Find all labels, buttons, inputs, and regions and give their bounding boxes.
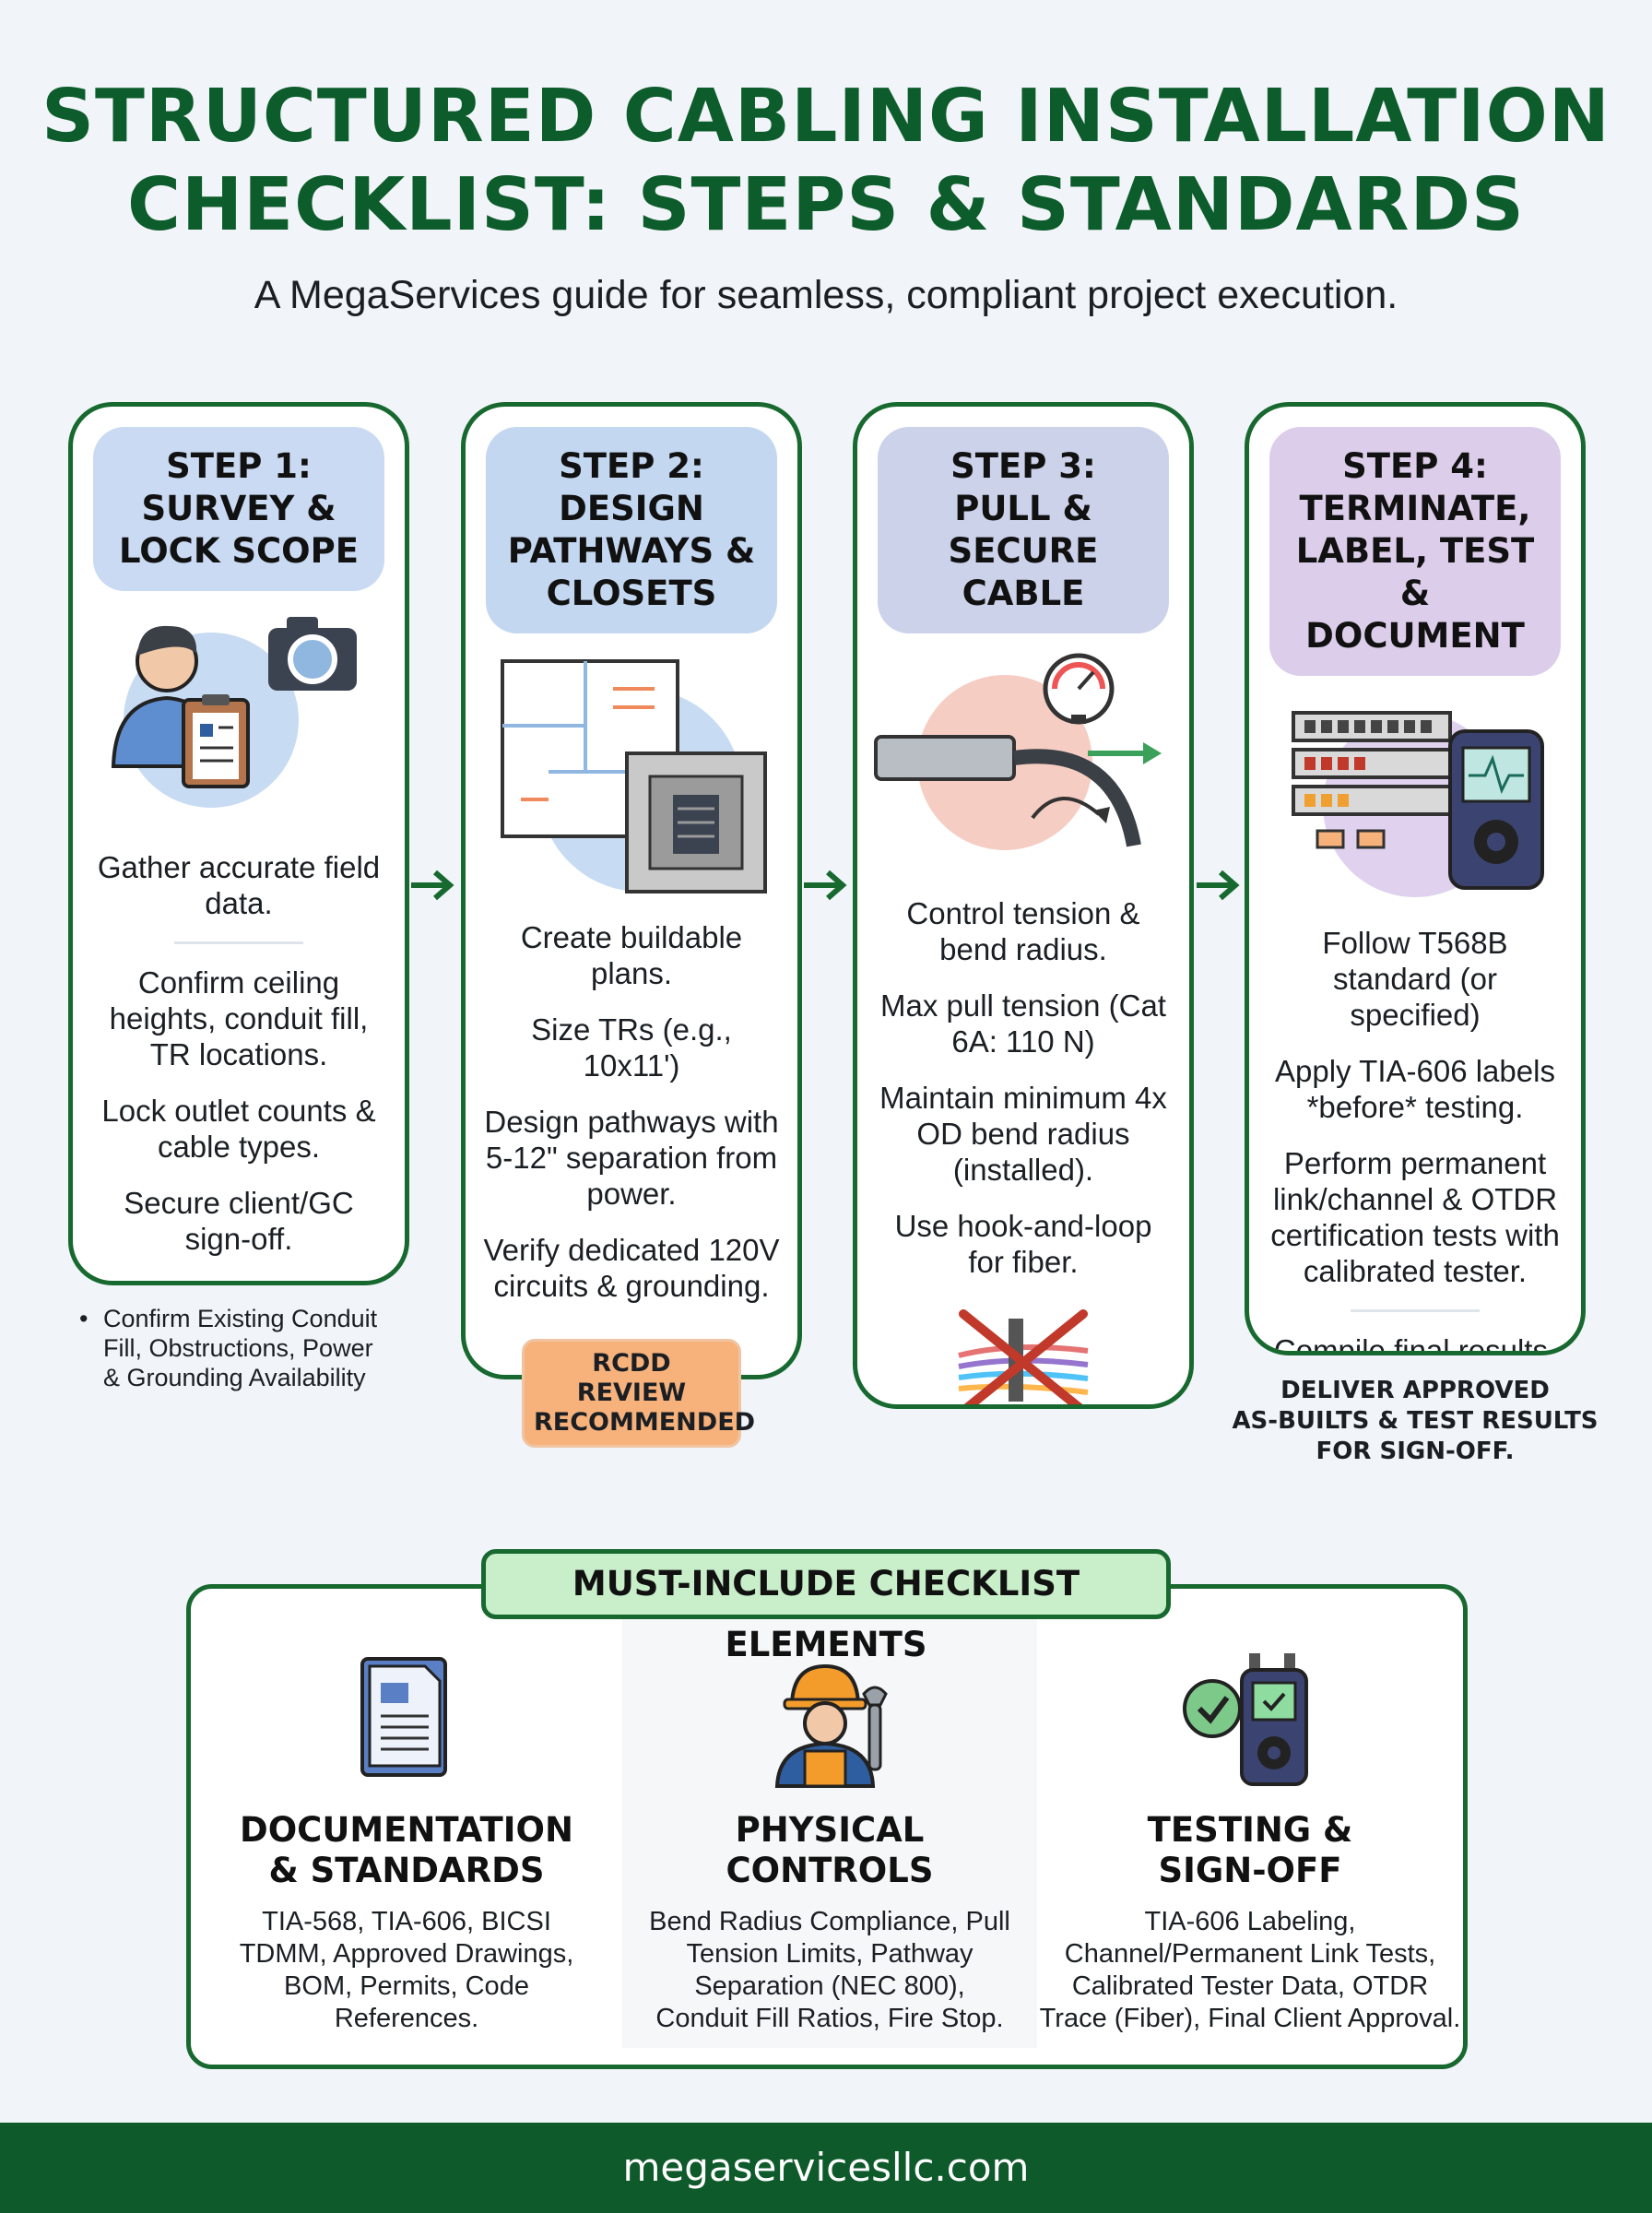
arrow-right-icon (1197, 867, 1241, 904)
step-4-item: Apply TIA-606 labels *before* testing. (1275, 1054, 1555, 1124)
step-4-heading: STEP 4: TERMINATE, LABEL, TEST & DOCUMEN… (1269, 427, 1561, 676)
must-body-line: References. (334, 2004, 479, 2033)
must-body-line: TDMM, Approved Drawings, (239, 1939, 574, 1969)
step-1-note: • Confirm Existing Conduit Fill, Obstruc… (79, 1304, 393, 1392)
deliver-line: AS-BUILTS & TEST RESULTS (1232, 1407, 1599, 1435)
step-1-heading-line: STEP 1: (166, 446, 312, 486)
step-3-card: STEP 3: PULL & SECURE CABLE Control tens… (853, 402, 1194, 1409)
page-subtitle: A MegaServices guide for seamless, compl… (254, 273, 1398, 317)
must-heading-line: PHYSICAL (735, 1810, 925, 1850)
step-2-heading: STEP 2: DESIGN PATHWAYS & CLOSETS (486, 427, 777, 633)
deliver-line: DELIVER APPROVED (1280, 1377, 1550, 1404)
step-4-heading-line: STEP 4: (1342, 446, 1488, 486)
must-body-documentation: TIA-568, TIA-606, BICSI TDMM, Approved D… (191, 1906, 622, 2035)
page-title: STRUCTURED CABLING INSTALLATION CHECKLIS… (0, 72, 1652, 249)
deliver-note: DELIVER APPROVED AS-BUILTS & TEST RESULT… (1226, 1376, 1604, 1467)
step-3-item: Max pull tension (Cat 6A: 110 N) (880, 988, 1166, 1059)
step-1-item: Lock outlet counts & cable types. (101, 1094, 376, 1164)
step-2-heading-line: DESIGN (559, 489, 704, 528)
step-4-item: Follow T568B standard (or specified) (1322, 926, 1508, 1032)
badge-line: RCDD REVIEW (576, 1349, 687, 1407)
step-4-heading-line: DOCUMENT (1305, 616, 1525, 656)
step-4-card: STEP 4: TERMINATE, LABEL, TEST & DOCUMEN… (1245, 402, 1586, 1355)
step-2-heading-line: CLOSETS (546, 574, 717, 613)
divider (1351, 1309, 1480, 1312)
step-2-heading-line: PATHWAYS & (507, 531, 756, 571)
must-body-physical: Bend Radius Compliance, Pull Tension Lim… (622, 1906, 1037, 2035)
patch-panel-tester-icon (1249, 676, 1581, 916)
cable-tension-gauge-icon (857, 633, 1189, 882)
must-heading-line: CONTROLS (726, 1851, 934, 1890)
step-3-lead: Control tension & bend radius. (906, 896, 1140, 966)
must-body-line: Trace (Fiber), Final Client Approval. (1039, 2004, 1461, 2033)
must-heading-line: DOCUMENTATION (240, 1810, 573, 1850)
must-body-line: BOM, Permits, Code (284, 1971, 529, 2001)
badge-line: RECOMMENDED (534, 1408, 756, 1437)
arrow-right-icon (411, 867, 455, 904)
step-1-lead: Gather accurate field data. (97, 850, 381, 920)
step-1-note-text: Confirm Existing Conduit Fill, Obstructi… (103, 1305, 378, 1391)
step-3-heading: STEP 3: PULL & SECURE CABLE (878, 427, 1169, 633)
step-3-heading-line: PULL & (954, 489, 1092, 528)
floor-plan-rack-icon (466, 633, 797, 901)
must-heading-line: SIGN-OFF (1158, 1851, 1342, 1890)
must-body-line: Separation (NEC 800), (694, 1971, 965, 2001)
bullet-icon: • (79, 1305, 88, 1332)
step-4-tail: Compile final results. (1273, 1333, 1557, 1355)
step-2-lead: Create buildable plans. (520, 920, 743, 990)
must-body-line: TIA-606 Labeling, (1144, 1907, 1356, 1936)
step-2-item: Verify dedicated 120V circuits & groundi… (483, 1233, 780, 1303)
rcdd-review-badge: RCDD REVIEW RECOMMENDED (522, 1339, 756, 1448)
step-1-item: Confirm ceiling heights, conduit fill, T… (109, 965, 369, 1071)
step-4-item: Perform permanent link/channel & OTDR ce… (1270, 1146, 1560, 1288)
technician-wrench-icon (761, 1653, 899, 1792)
no-zip-tie-icon (857, 1300, 1189, 1404)
must-body-testing: TIA-606 Labeling, Channel/Permanent Link… (1037, 1906, 1463, 2035)
must-body-line: Bend Radius Compliance, Pull (649, 1907, 1010, 1936)
deliver-line: FOR SIGN-OFF. (1316, 1438, 1515, 1465)
step-3-heading-line: SECURE CABLE (948, 531, 1099, 613)
must-body-line: Tension Limits, Pathway (686, 1939, 974, 1969)
step-3-heading-line: STEP 3: (950, 446, 1096, 486)
must-heading-line: TESTING & (1147, 1810, 1353, 1850)
document-icon (349, 1650, 460, 1788)
step-3-item: Use hook-and-loop for fiber. (894, 1209, 1152, 1279)
step-1-heading-line: SURVEY & (141, 489, 336, 528)
title-line-2: CHECKLIST: STEPS & STANDARDS (127, 162, 1525, 247)
must-include-title: MUST-INCLUDE CHECKLIST ELEMENTS (481, 1549, 1171, 1664)
divider (174, 941, 303, 944)
surveyor-clipboard-camera-icon (73, 591, 405, 840)
footer-url-link[interactable]: megaservicesllc.com (622, 2145, 1030, 2190)
step-3-text: Control tension & bend radius. Max pull … (857, 895, 1189, 1280)
must-heading-documentation: DOCUMENTATION & STANDARDS (191, 1810, 622, 1891)
tester-checkmark-icon (1175, 1644, 1323, 1792)
step-2-card: STEP 2: DESIGN PATHWAYS & CLOSETS Create… (461, 402, 802, 1379)
arrow-right-icon (804, 867, 848, 904)
must-body-line: Conduit Fill Ratios, Fire Stop. (655, 2004, 1004, 2033)
step-2-item: Size TRs (e.g., 10x11') (531, 1012, 732, 1083)
step-1-item: Secure client/GC sign-off. (124, 1186, 354, 1256)
title-line-1: STRUCTURED CABLING INSTALLATION (41, 74, 1611, 159)
must-body-line: TIA-568, TIA-606, BICSI (262, 1907, 551, 1936)
step-4-text: Follow T568B standard (or specified) App… (1249, 925, 1581, 1355)
step-2-text: Create buildable plans. Size TRs (e.g., … (466, 919, 797, 1304)
step-4-heading-line: TERMINATE, (1299, 489, 1531, 528)
footer: megaservicesllc.com (0, 2123, 1652, 2213)
step-2-item: Design pathways with 5-12" separation fr… (484, 1105, 779, 1211)
must-heading-line: & STANDARDS (268, 1851, 545, 1890)
step-1-heading: STEP 1: SURVEY & LOCK SCOPE (93, 427, 384, 591)
must-include-panel: DOCUMENTATION & STANDARDS TIA-568, TIA-6… (186, 1584, 1468, 2069)
must-body-line: Calibrated Tester Data, OTDR (1071, 1971, 1429, 2001)
must-body-line: Channel/Permanent Link Tests, (1064, 1939, 1436, 1969)
step-1-card: STEP 1: SURVEY & LOCK SCOPE Gather accur… (68, 402, 409, 1285)
step-1-heading-line: LOCK SCOPE (118, 531, 360, 571)
step-3-item: Maintain minimum 4x OD bend radius (inst… (879, 1081, 1167, 1187)
step-4-heading-line: LABEL, TEST & (1295, 531, 1535, 613)
must-heading-testing: TESTING & SIGN-OFF (1037, 1810, 1463, 1891)
step-2-heading-line: STEP 2: (559, 446, 704, 486)
must-heading-physical: PHYSICAL CONTROLS (622, 1810, 1037, 1891)
step-1-text: Gather accurate field data. Confirm ceil… (73, 849, 405, 1257)
